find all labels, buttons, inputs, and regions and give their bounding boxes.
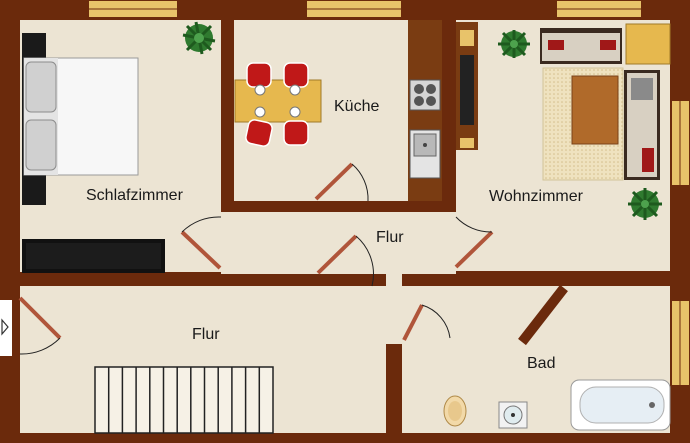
room-label-kueche: Küche [334, 98, 380, 115]
window-right-upper [670, 99, 690, 187]
door-entrance[interactable] [18, 296, 62, 355]
floor-flur-corner [402, 286, 562, 342]
door-wohnzimmer[interactable] [454, 216, 494, 269]
sink-icon [409, 129, 441, 179]
window-right-lower [670, 299, 690, 387]
sofa-icon [540, 23, 671, 65]
bathtub-icon [570, 379, 671, 431]
tv-icon [456, 22, 478, 150]
room-label-flur-upper: Flur [376, 229, 404, 246]
stove-icon [409, 79, 441, 111]
window-top-left [87, 0, 179, 19]
bed-icon [22, 33, 139, 205]
door-flur[interactable] [316, 234, 374, 287]
room-label-schlafzimmer: Schlafzimmer [86, 187, 183, 204]
plant-icon [182, 21, 216, 55]
room-label-wohnzimmer: Wohnzimmer [489, 188, 583, 205]
window-top-right [555, 0, 643, 19]
entrance-arrow-icon [1, 318, 9, 336]
window-top-middle [305, 0, 403, 19]
plant-icon [628, 188, 662, 220]
entrance-gap [0, 300, 12, 356]
door-bad[interactable] [402, 304, 451, 341]
stair-treads [107, 367, 261, 433]
washbasin-icon [498, 401, 528, 429]
door-kueche[interactable] [314, 162, 369, 202]
dining-table-icon [234, 62, 322, 147]
floor-flur-upper [221, 212, 456, 274]
rug-icon [542, 67, 624, 181]
sideboard-icon [22, 239, 165, 273]
door-schlafzimmer[interactable] [180, 216, 222, 270]
sofa-icon [624, 70, 660, 180]
room-label-flur-lower: Flur [192, 326, 220, 343]
toilet-icon [443, 395, 467, 427]
room-label-bad: Bad [527, 355, 556, 372]
plant-icon [498, 30, 530, 58]
stairs-icon [94, 366, 274, 434]
